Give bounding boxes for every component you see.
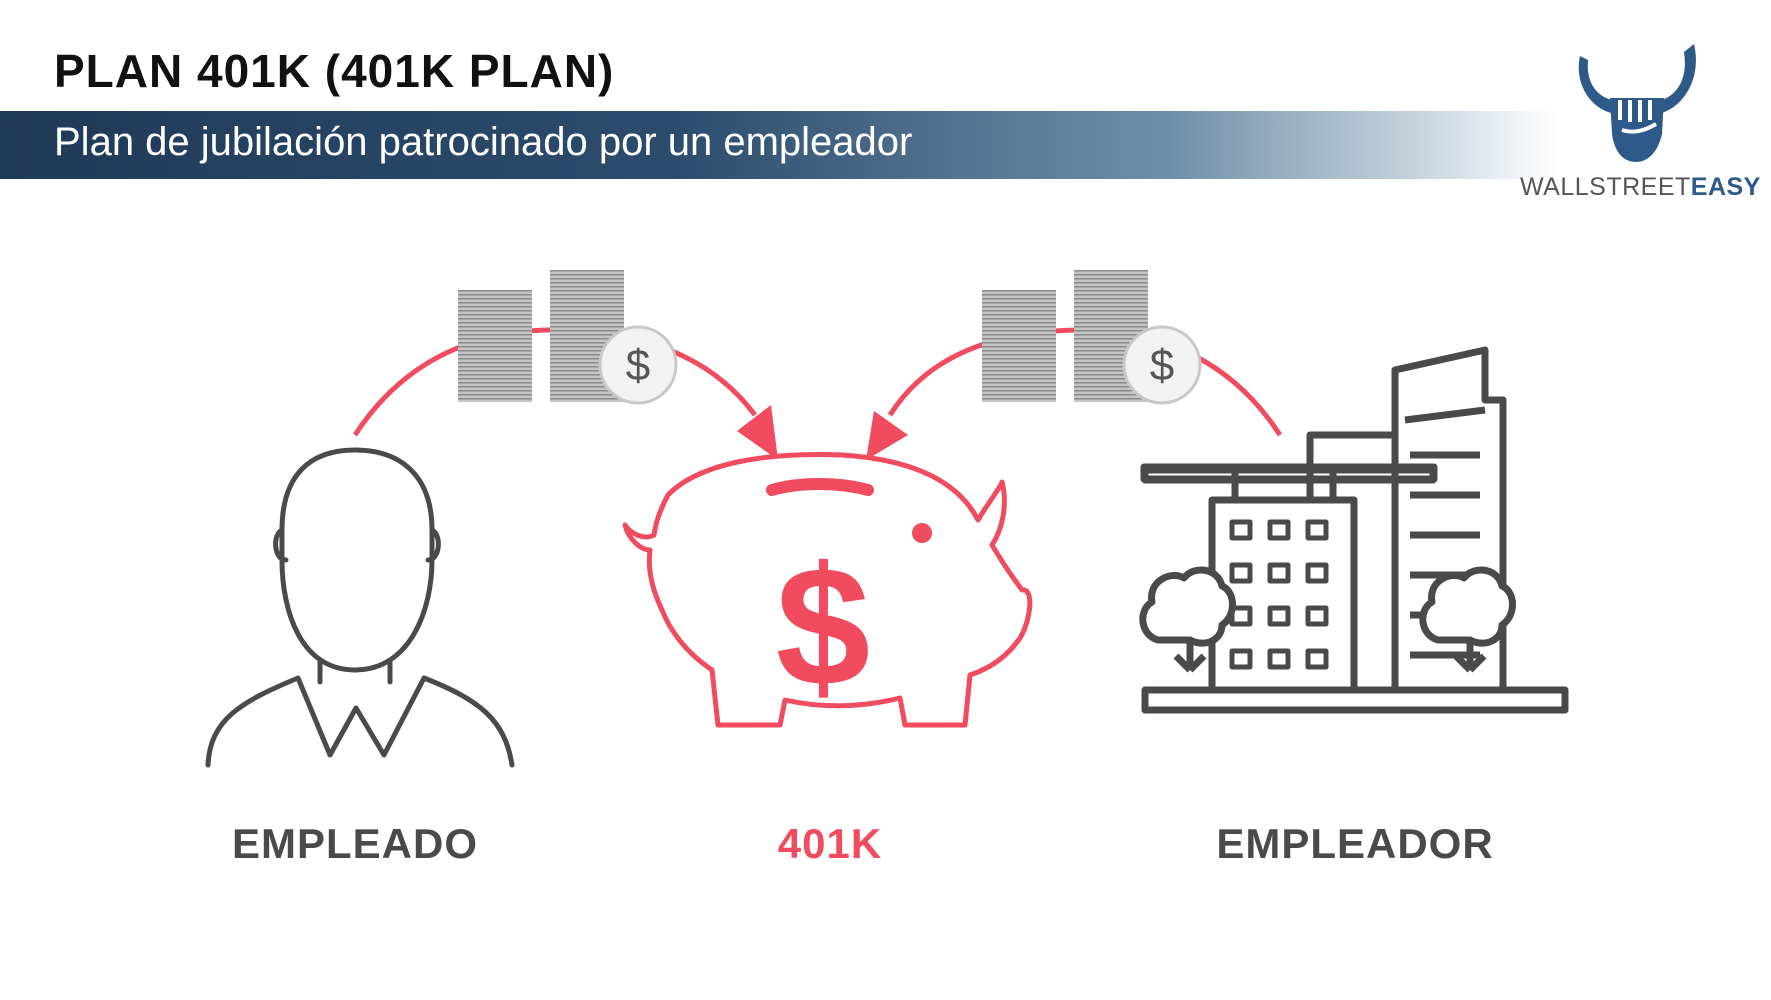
coin-stack-dollar-icon: $ [982, 270, 1202, 405]
logo-text-bold: EASY [1690, 173, 1761, 201]
arrow-employee-to-401k [352, 327, 778, 460]
node-label-employee: EMPLEADO [231, 820, 478, 867]
node-label-401k: 401K [777, 820, 883, 867]
logo-wordmark: WALLSTREETEASY [1520, 173, 1760, 202]
person-icon [205, 447, 515, 768]
page-title: PLAN 401K (401K PLAN) [54, 45, 615, 97]
coin-dollar-sign: $ [1150, 341, 1174, 390]
wallstreeteasy-logo: WALLSTREETEASY [1520, 38, 1760, 208]
contribution-diagram: $ $ $ [0, 230, 1771, 1000]
office-building-icon [1139, 346, 1569, 714]
arrow-employer-to-401k [866, 327, 1283, 460]
diagram-canvas: $ $ $ [205, 270, 1569, 768]
coin-dollar-sign: $ [626, 341, 650, 390]
piggy-bank-dollar-icon: $ [622, 452, 1033, 728]
subtitle-banner: Plan de jubilación patrocinado por un em… [0, 111, 1771, 179]
coin-stack-dollar-icon: $ [458, 270, 678, 405]
node-label-employer: EMPLEADOR [1216, 820, 1494, 867]
bull-fist-icon [1578, 44, 1696, 162]
page-subtitle: Plan de jubilación patrocinado por un em… [54, 120, 913, 164]
piggy-dollar-sign: $ [776, 532, 871, 722]
logo-text-light: WALLSTREET [1520, 173, 1691, 201]
